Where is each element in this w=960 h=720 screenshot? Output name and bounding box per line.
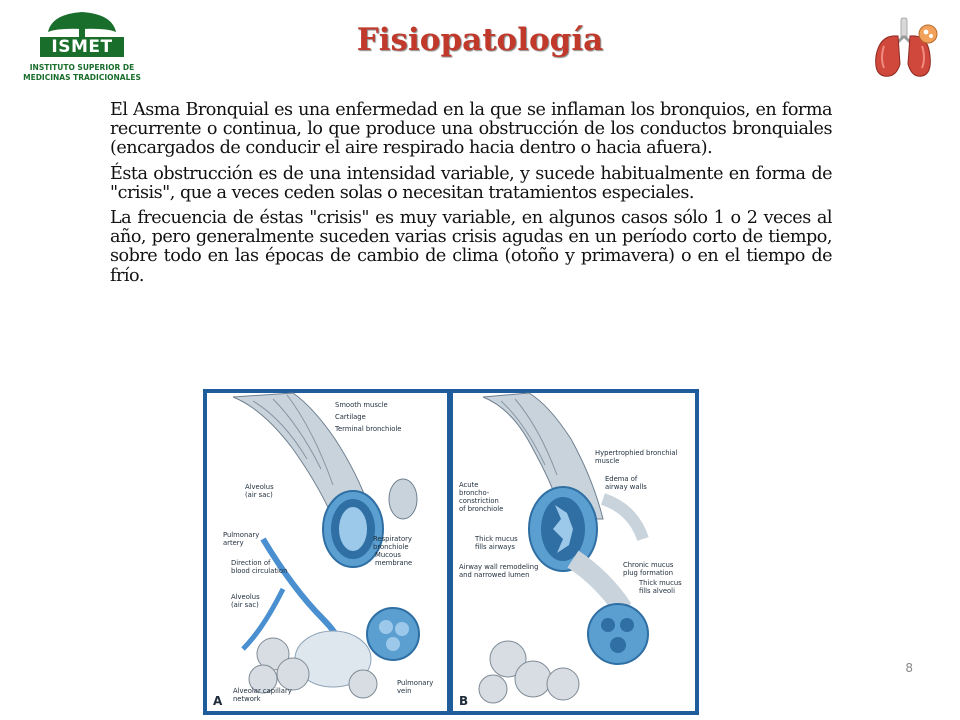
label-thick-mucus-airways-b: fills airways xyxy=(475,543,515,551)
label-remodeling-b: and narrowed lumen xyxy=(459,571,529,579)
paragraph-1: El Asma Bronquial es una enfermedad en l… xyxy=(110,100,833,159)
lungs-illustration xyxy=(866,16,942,82)
label-alveolus-1b: (air sac) xyxy=(245,491,273,499)
tree-icon xyxy=(40,12,124,57)
label-alveolus-1a: Alveolus xyxy=(245,483,274,491)
label-alveolus-2a: Alveolus xyxy=(231,593,260,601)
logo-name: ISMET xyxy=(51,37,113,57)
label-thick-mucus-alveoli-a: Thick mucus xyxy=(638,579,682,587)
label-chronic-mucus-b: plug formation xyxy=(623,569,673,577)
label-acute-b: broncho- xyxy=(459,489,490,497)
label-pulmonary-artery-b: artery xyxy=(223,539,244,547)
label-respiratory-bronchiole-a: Respiratory xyxy=(373,535,412,543)
panel-a-letter: A xyxy=(213,694,223,708)
label-acute-c: constriction xyxy=(459,497,499,505)
label-mucous-membrane-b: membrane xyxy=(375,559,412,567)
paragraph-2: Ésta obstrucción es de una intensidad va… xyxy=(110,163,833,203)
panel-b-letter: B xyxy=(459,694,468,708)
label-pulmonary-artery-a: Pulmonary xyxy=(223,531,259,539)
label-smooth-muscle: Smooth muscle xyxy=(335,401,388,409)
page-title: Fisiopatología xyxy=(356,22,604,58)
label-remodeling-a: Airway wall remodeling xyxy=(459,563,538,571)
panel-b-drawing xyxy=(478,392,649,704)
label-hypertrophied-a: Hypertrophied bronchial xyxy=(595,449,678,457)
label-pulmonary-vein-b: vein xyxy=(397,687,411,695)
label-hypertrophied-b: muscle xyxy=(595,457,619,465)
label-thick-mucus-airways-a: Thick mucus xyxy=(474,535,518,543)
label-thick-mucus-alveoli-b: fills alveoli xyxy=(639,587,675,595)
label-terminal-bronchiole: Terminal bronchiole xyxy=(334,425,401,433)
panel-a-drawing xyxy=(232,392,420,699)
ismet-logo: ISMET INSTITUTO SUPERIOR DE MEDICINAS TR… xyxy=(18,8,146,82)
page-number: 8 xyxy=(905,661,913,675)
label-cartilage: Cartilage xyxy=(335,413,366,421)
label-direction-a: Direction of xyxy=(231,559,271,567)
paragraph-3: La frecuencia de éstas "crisis" es muy v… xyxy=(110,208,833,286)
label-alveolus-2b: (air sac) xyxy=(231,601,259,609)
label-acute-d: of bronchiole xyxy=(459,505,503,513)
label-direction-b: blood circulation xyxy=(231,567,287,575)
label-pulmonary-vein-a: Pulmonary xyxy=(397,679,433,687)
bronchiole-comparison-figure: Smooth muscle Cartilage Terminal bronchi… xyxy=(203,389,699,715)
label-respiratory-bronchiole-b: bronchiole xyxy=(373,543,409,551)
logo-subtitle-line1: INSTITUTO SUPERIOR DE xyxy=(29,63,135,72)
label-edema-b: airway walls xyxy=(605,483,647,491)
content-area: El Asma Bronquial es una enfermedad en l… xyxy=(110,100,833,292)
label-mucous-membrane-a: Mucous xyxy=(375,551,401,559)
lungs-icon xyxy=(875,17,938,77)
label-capillary-b: network xyxy=(233,695,261,703)
label-edema-a: Edema of xyxy=(605,475,638,483)
label-chronic-mucus-a: Chronic mucus xyxy=(623,561,674,569)
logo-subtitle-line2: MEDICINAS TRADICIONALES xyxy=(23,73,141,82)
label-acute-a: Acute xyxy=(459,481,478,489)
label-capillary-a: Alveolar capillary xyxy=(233,687,292,695)
